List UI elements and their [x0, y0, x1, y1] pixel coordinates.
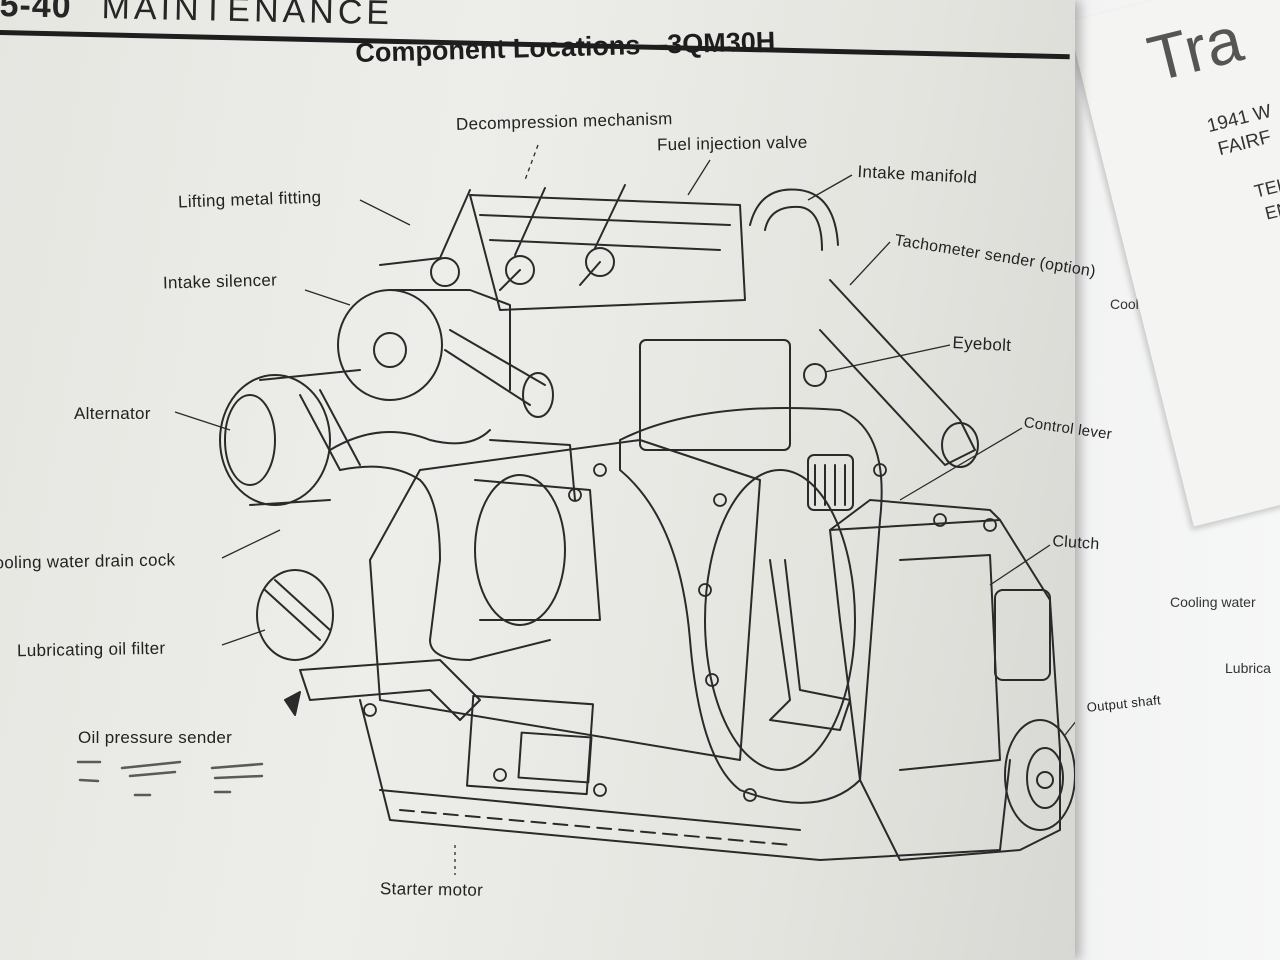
exhaust-elbow	[819, 279, 976, 466]
cylinder-head	[469, 194, 746, 311]
front-mount	[299, 659, 481, 721]
card-tel: TELE	[1252, 171, 1280, 202]
label-oil-pressure-sender: Oil pressure sender	[78, 728, 233, 747]
intake-manifold-pipe	[749, 188, 839, 251]
label-intake-silencer: Intake silencer	[162, 270, 278, 293]
engine-diagram	[76, 144, 1075, 875]
label-cooling-water-drain-cock: Cooling water drain cock	[0, 550, 176, 573]
card-large-text: Tra	[1141, 2, 1250, 96]
label-starter-motor: Starter motor	[379, 879, 484, 900]
side-fragment-3: Cooling water	[1170, 594, 1256, 610]
alternator-body	[219, 374, 331, 506]
intake-silencer	[337, 289, 443, 401]
clutch-cover	[994, 589, 1051, 681]
output-flange	[1004, 719, 1075, 831]
marine-gearbox	[829, 519, 1061, 861]
label-alternator: Alternator	[74, 404, 151, 423]
oil-pan	[359, 699, 1011, 861]
rear-mount	[769, 559, 851, 731]
front-cover	[639, 339, 791, 451]
label-fuel-injection-valve: Fuel injection valve	[656, 132, 808, 155]
flywheel-housing	[619, 407, 883, 804]
engine-block	[369, 439, 761, 761]
eyebolt-ring	[803, 363, 827, 387]
label-clutch: Clutch	[1051, 533, 1101, 554]
label-eyebolt: Eyebolt	[952, 333, 1012, 356]
side-fragment-4: Lubrica	[1225, 660, 1271, 676]
starter-motor	[474, 474, 566, 626]
label-lubricating-oil-filter: Lubricating oil filter	[16, 638, 166, 661]
oil-filter	[256, 569, 334, 661]
